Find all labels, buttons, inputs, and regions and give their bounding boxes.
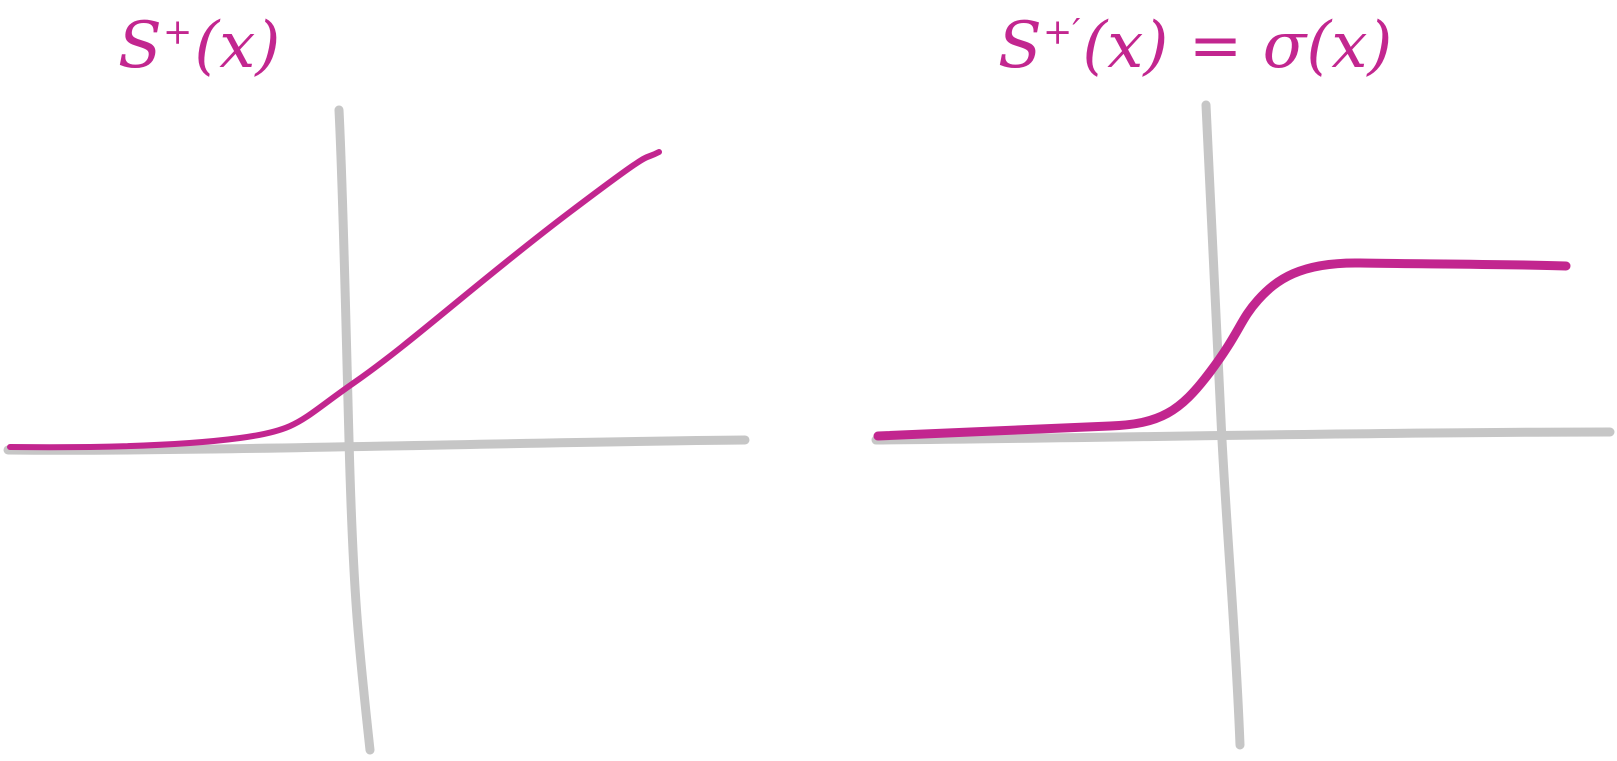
left-panel-label: S+(x) bbox=[118, 14, 280, 78]
right-panel-label: S+′(x) = σ(x) bbox=[998, 14, 1392, 78]
right-label-rest: (x) = σ(x) bbox=[1082, 9, 1393, 83]
left-panel bbox=[3, 105, 750, 755]
right-x-axis bbox=[871, 427, 1615, 445]
left-softplus-curve bbox=[7, 149, 662, 451]
right-panel bbox=[871, 100, 1615, 750]
left-x-axis bbox=[3, 435, 750, 455]
right-sigmoid-curve bbox=[873, 258, 1571, 441]
right-label-base: S bbox=[998, 9, 1042, 83]
left-label-arg: (x) bbox=[194, 9, 281, 83]
left-label-base: S bbox=[118, 9, 162, 83]
left-label-sup: + bbox=[162, 12, 193, 54]
left-y-axis bbox=[334, 105, 375, 755]
right-y-axis bbox=[1201, 100, 1245, 750]
right-label-sup: +′ bbox=[1042, 12, 1081, 54]
